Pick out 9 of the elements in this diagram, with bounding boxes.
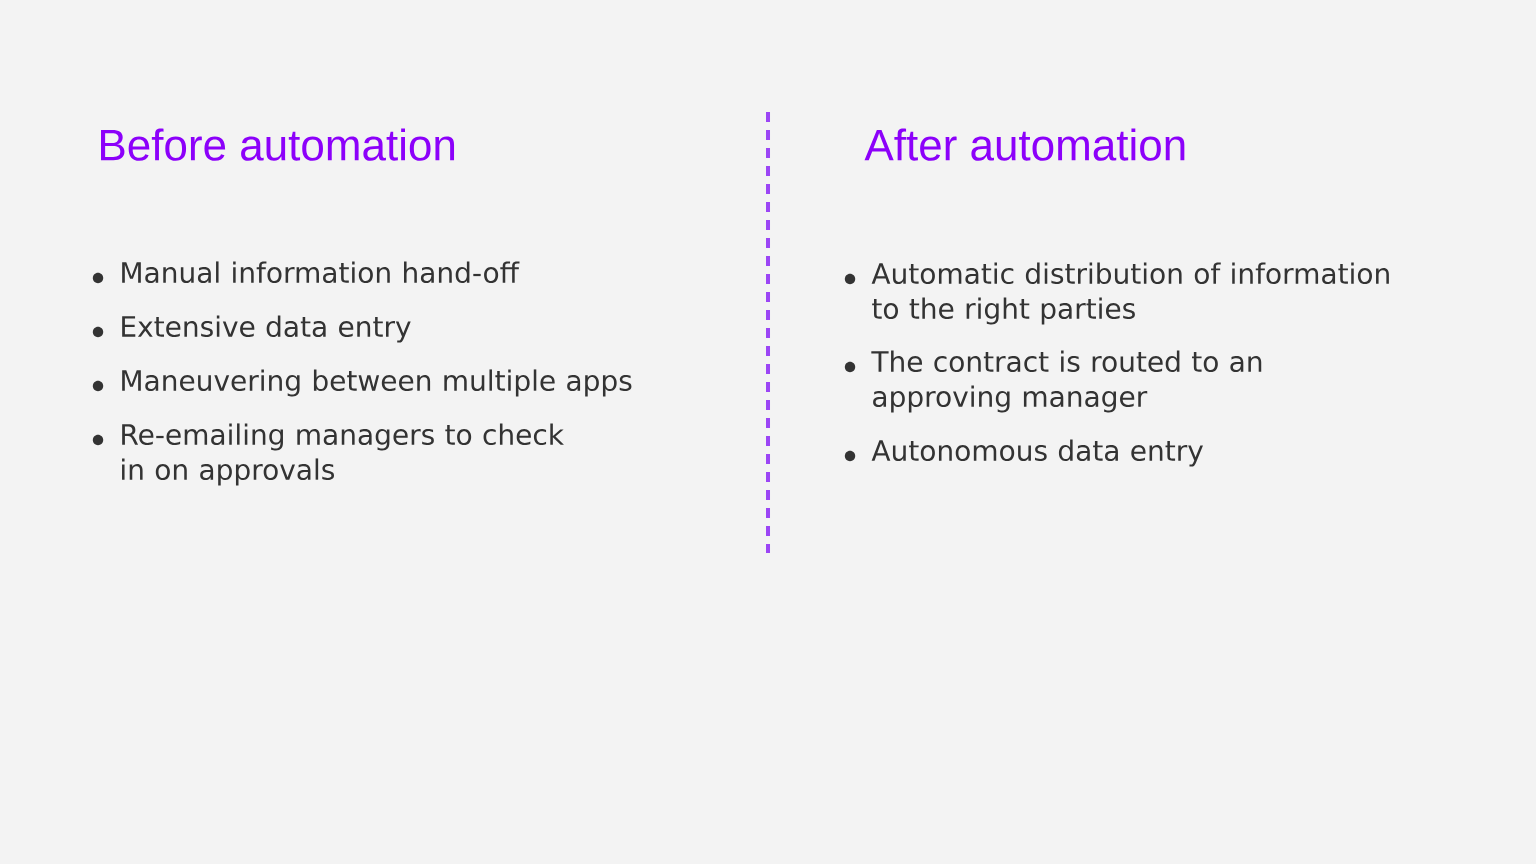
heading: Before automation <box>101 128 455 161</box>
bullet-item: Automatic distribution of information to the right parties <box>844 262 1389 325</box>
bullet-item: Maneuvering between multiple apps <box>92 369 632 397</box>
bullet-item: The contract is routed to an approving manager <box>844 350 1262 413</box>
bullet-item: Extensive data entry <box>92 315 411 343</box>
heading: After automation <box>864 128 1185 161</box>
bullet-item: Re-emailing managers to check in on approvals <box>92 423 564 486</box>
bullet-item: Autonomous data entry <box>844 439 1203 467</box>
bullet-item: Manual information hand-off <box>92 261 520 284</box>
